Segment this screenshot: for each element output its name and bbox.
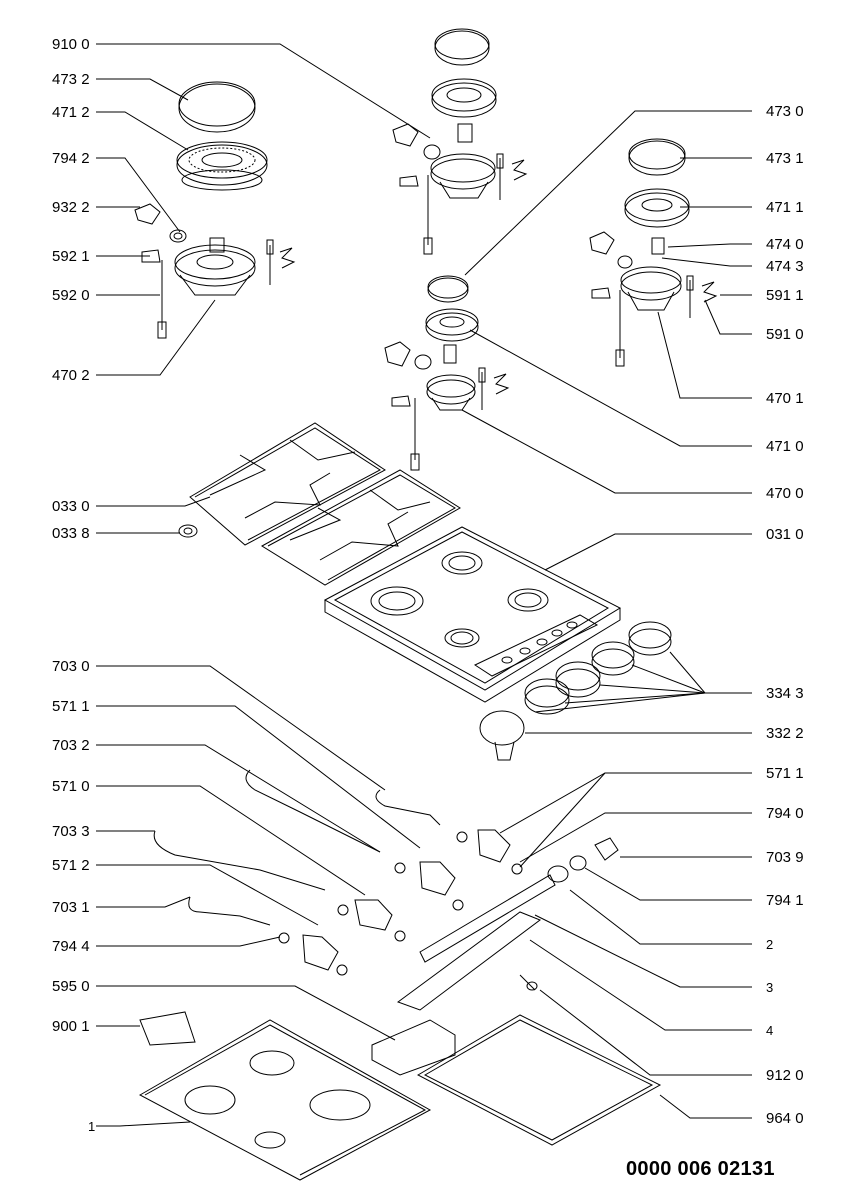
label-703-9: 703 9: [766, 849, 804, 866]
label-473-0: 473 0: [766, 103, 804, 120]
label-964-0: 964 0: [766, 1110, 804, 1127]
label-703-2: 703 2: [52, 737, 90, 754]
label-470-0: 470 0: [766, 485, 804, 502]
label-794-2: 794 2: [52, 150, 90, 167]
label-1: 1: [88, 1119, 96, 1134]
label-571-1-left: 571 1: [52, 698, 90, 715]
label-592-0: 592 0: [52, 287, 90, 304]
label-474-0: 474 0: [766, 236, 804, 253]
label-910-0: 910 0: [52, 36, 90, 53]
burner-large-left: [134, 81, 296, 339]
label-471-2: 471 2: [52, 104, 90, 121]
label-3: 3: [766, 980, 774, 995]
label-900-1: 900 1: [52, 1018, 90, 1035]
label-595-0: 595 0: [52, 978, 90, 995]
label-473-2: 473 2: [52, 71, 90, 88]
label-473-1: 473 1: [766, 150, 804, 167]
label-031-0: 031 0: [766, 526, 804, 543]
label-470-1: 470 1: [766, 390, 804, 407]
label-591-0: 591 0: [766, 326, 804, 343]
label-703-1: 703 1: [52, 899, 90, 916]
label-2: 2: [766, 937, 774, 952]
label-470-2: 470 2: [52, 367, 90, 384]
base-tray: [138, 1011, 662, 1181]
burner-top-center: [392, 28, 528, 255]
leader-lines-right: [461, 110, 752, 1119]
label-794-0: 794 0: [766, 805, 804, 822]
label-794-4: 794 4: [52, 938, 90, 955]
label-332-2: 332 2: [766, 725, 804, 742]
label-471-0: 471 0: [766, 438, 804, 455]
label-033-0: 033 0: [52, 498, 90, 515]
label-571-0: 571 0: [52, 778, 90, 795]
label-334-3: 334 3: [766, 685, 804, 702]
leader-lines-left: [96, 43, 431, 1127]
control-knobs: [479, 621, 672, 761]
document-number: 0000 006 02131: [626, 1158, 775, 1180]
label-912-0: 912 0: [766, 1067, 804, 1084]
label-591-1: 591 1: [766, 287, 804, 304]
label-474-3: 474 3: [766, 258, 804, 275]
label-571-2: 571 2: [52, 857, 90, 874]
burner-middle-small: [384, 275, 510, 471]
label-571-1-right: 571 1: [766, 765, 804, 782]
label-471-1: 471 1: [766, 199, 804, 216]
gas-pipes-and-taps: [153, 769, 619, 1011]
label-932-2: 932 2: [52, 199, 90, 216]
burner-right: [589, 138, 718, 367]
label-794-1: 794 1: [766, 892, 804, 909]
hob-top: [323, 526, 622, 703]
label-033-8: 033 8: [52, 525, 90, 542]
label-703-0: 703 0: [52, 658, 90, 675]
label-4: 4: [766, 1023, 774, 1038]
pan-supports: [178, 422, 461, 586]
label-592-1: 592 1: [52, 248, 90, 265]
label-703-3: 703 3: [52, 823, 90, 840]
